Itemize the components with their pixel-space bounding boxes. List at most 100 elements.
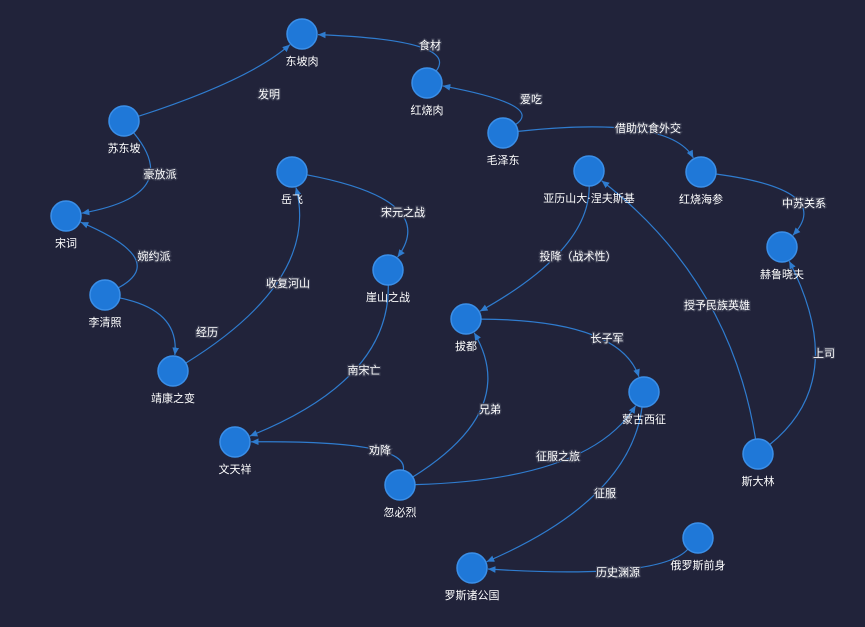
node-circle[interactable]: [766, 231, 798, 263]
node-label: 文天祥: [219, 462, 252, 476]
node-stalin[interactable]: 斯大林: [742, 438, 775, 488]
edge-label: 借助饮食外交: [615, 121, 681, 135]
node-circle[interactable]: [628, 376, 660, 408]
node-label: 靖康之变: [151, 391, 195, 405]
edge-label: 兄弟: [479, 403, 501, 416]
edge-yuefei-yashanzhizhan: [306, 174, 409, 258]
node-label: 俄罗斯前身: [671, 558, 726, 572]
node-label: 斯大林: [742, 474, 775, 488]
node-label: 忽必烈: [384, 505, 417, 519]
edge-hongshaohaishen-heluxiaofu: [715, 173, 805, 236]
edge-label: 长子军: [591, 332, 624, 345]
node-circle[interactable]: [450, 303, 482, 335]
node-yuefei[interactable]: 岳飞: [276, 156, 308, 206]
edge-eluosiqianshen-luosizhugongguo: [487, 548, 689, 573]
node-circle[interactable]: [157, 355, 189, 387]
edge-label: 婉约派: [138, 249, 171, 263]
edge-mengguxizheng-luosizhugongguo: [486, 406, 643, 563]
node-circle[interactable]: [50, 200, 82, 232]
node-label: 赫鲁晓夫: [760, 267, 804, 281]
node-sudongpo[interactable]: 苏东坡: [108, 105, 141, 155]
node-wentianxiang[interactable]: 文天祥: [219, 426, 252, 476]
node-label: 拔都: [455, 339, 477, 353]
node-circle[interactable]: [573, 155, 605, 187]
edge-label: 南宋亡: [348, 363, 381, 377]
node-yashanzhizhan[interactable]: 崖山之战: [366, 254, 410, 304]
edge-label: 宋元之战: [381, 205, 425, 219]
node-circle[interactable]: [108, 105, 140, 137]
edge-label: 上司: [813, 347, 835, 360]
node-dongporou[interactable]: 东坡肉: [286, 18, 319, 68]
edge-hongshaorou-dongporou: [317, 31, 441, 72]
node-jingkang[interactable]: 靖康之变: [151, 355, 195, 405]
node-hubilie[interactable]: 忽必烈: [384, 469, 417, 519]
node-heluxiaofu[interactable]: 赫鲁晓夫: [760, 231, 804, 281]
edge-hubilie-mengguxizheng: [414, 405, 637, 486]
edge-maozedong-hongshaorou: [442, 84, 523, 126]
node-mengguxizheng[interactable]: 蒙古西征: [622, 376, 666, 426]
edge-liqingzhao-jingkang: [119, 297, 180, 356]
node-label: 东坡肉: [286, 55, 319, 68]
node-label: 毛泽东: [487, 154, 520, 167]
node-circle[interactable]: [89, 279, 121, 311]
node-songci[interactable]: 宋词: [50, 200, 82, 250]
edge-maozedong-hongshaohaishen: [517, 126, 694, 159]
node-circle[interactable]: [286, 18, 318, 50]
edge-label: 授予民族英雄: [684, 298, 750, 312]
node-circle[interactable]: [372, 254, 404, 286]
node-label: 宋词: [55, 236, 77, 250]
edge-label: 发明: [258, 87, 280, 101]
node-circle[interactable]: [742, 438, 774, 470]
edge-hubilie-wentianxiang: [250, 438, 404, 471]
node-label: 蒙古西征: [622, 413, 666, 426]
node-circle[interactable]: [219, 426, 251, 458]
node-circle[interactable]: [276, 156, 308, 188]
edge-label: 食材: [419, 38, 441, 52]
edge-yashanzhizhan-wentianxiang: [249, 284, 389, 437]
edge-jingkang-yuefei: [185, 187, 302, 364]
node-hongshaohaishen[interactable]: 红烧海参: [679, 156, 723, 206]
node-badu[interactable]: 拔都: [450, 303, 482, 353]
node-label: 苏东坡: [108, 142, 141, 155]
node-label: 崖山之战: [366, 290, 410, 304]
edge-label: 投降（战术性）: [540, 249, 617, 263]
edge-label: 征服: [594, 487, 616, 500]
node-circle[interactable]: [384, 469, 416, 501]
node-hongshaorou[interactable]: 红烧肉: [411, 67, 444, 117]
edge-liqingzhao-songci: [80, 221, 138, 289]
edge-badu-mengguxizheng: [480, 318, 640, 378]
edge-sudongpo-dongporou: [138, 44, 291, 117]
edge-label: 中苏关系: [782, 196, 826, 210]
node-label: 罗斯诸公国: [445, 589, 500, 602]
edge-label: 征服之旅: [536, 449, 580, 463]
node-label: 红烧海参: [679, 192, 723, 206]
node-circle[interactable]: [487, 117, 519, 149]
node-circle[interactable]: [685, 156, 717, 188]
node-label: 亚历山大·涅夫斯基: [543, 191, 635, 205]
edge-stalin-alexander: [601, 180, 757, 440]
edge-label: 劝降: [369, 443, 391, 457]
edge-label: 豪放派: [144, 167, 177, 181]
node-label: 李清照: [89, 315, 122, 329]
edge-sudongpo-songci: [81, 132, 152, 216]
node-circle[interactable]: [682, 522, 714, 554]
node-circle[interactable]: [411, 67, 443, 99]
edge-alexander-badu: [479, 185, 590, 312]
node-label: 岳飞: [281, 193, 303, 206]
node-circle[interactable]: [456, 552, 488, 584]
edge-label: 历史渊源: [596, 565, 640, 579]
node-luosizhugongguo[interactable]: 罗斯诸公国: [445, 552, 500, 602]
node-alexander[interactable]: 亚历山大·涅夫斯基: [543, 155, 635, 205]
edge-label: 收复河山: [266, 276, 310, 290]
edge-stalin-heluxiaofu: [769, 260, 816, 446]
edge-hubilie-badu: [412, 332, 489, 478]
edge-label: 经历: [196, 326, 218, 339]
node-liqingzhao[interactable]: 李清照: [89, 279, 122, 329]
edge-label: 爱吃: [520, 93, 542, 106]
node-maozedong[interactable]: 毛泽东: [487, 117, 520, 167]
node-label: 红烧肉: [411, 104, 444, 117]
node-eluosiqianshen[interactable]: 俄罗斯前身: [671, 522, 726, 572]
